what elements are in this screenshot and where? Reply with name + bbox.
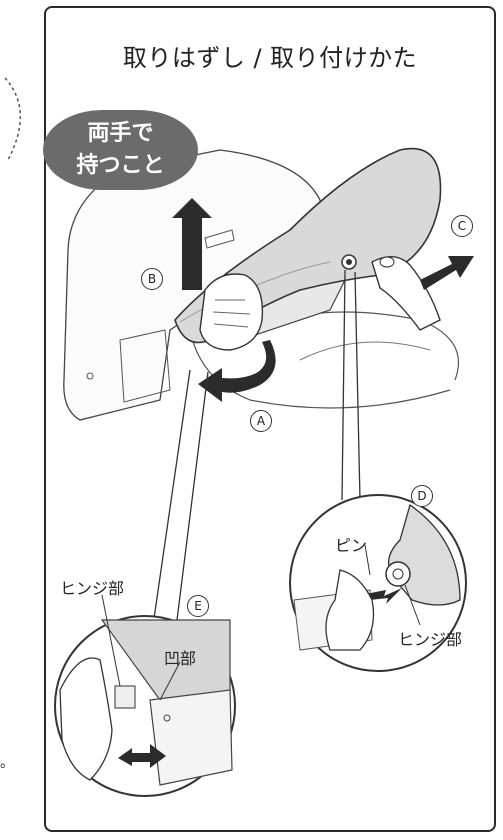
right-hand <box>371 256 441 331</box>
detail-e-hand <box>59 657 113 781</box>
leader-hinge-left <box>101 594 121 687</box>
caution-bubble: 両手で 持つこと <box>43 110 198 190</box>
leader-right-2 <box>354 271 361 501</box>
label-hinge-left: ヒンジ部 <box>60 579 125 598</box>
leader-pin <box>364 544 371 576</box>
left-hand <box>199 273 264 351</box>
marker-b: B <box>141 268 163 290</box>
leader-recess <box>159 661 181 701</box>
edge-text: 。 <box>0 755 14 771</box>
tank-detail <box>119 329 171 403</box>
detail-e-hinge <box>114 685 136 709</box>
marker-e: E <box>187 595 209 617</box>
tank-slot <box>204 229 235 249</box>
leader-left <box>147 369 191 661</box>
marker-c: C <box>451 215 473 237</box>
leader-right <box>341 269 346 501</box>
label-pin: ピン <box>335 536 368 555</box>
detail-d-pin-arrow <box>366 588 402 604</box>
marker-d: D <box>411 485 433 507</box>
detail-e-arrow <box>118 744 166 768</box>
label-hinge-right: ヒンジ部 <box>398 630 463 649</box>
arrow-right <box>420 256 474 290</box>
arrow-up <box>172 198 212 290</box>
dashed-arc-fragment <box>4 77 21 161</box>
page-title: 取りはずし / 取り付けかた <box>122 44 418 72</box>
leader-left-2 <box>171 371 209 661</box>
curved-arrow <box>198 340 276 402</box>
caution-line-1: 両手で <box>87 121 154 146</box>
marker-a: A <box>250 410 272 432</box>
label-recess: 凹部 <box>164 649 197 668</box>
detail-d-finger <box>325 569 375 651</box>
caution-line-2: 持つこと <box>76 153 165 178</box>
bowl-rim <box>299 341 431 361</box>
detail-e-block <box>149 689 233 786</box>
leader-hinge-right <box>404 584 421 626</box>
tank-hole <box>86 372 94 380</box>
bowl-outline <box>189 329 451 409</box>
seat-cover-shadow <box>179 261 331 323</box>
